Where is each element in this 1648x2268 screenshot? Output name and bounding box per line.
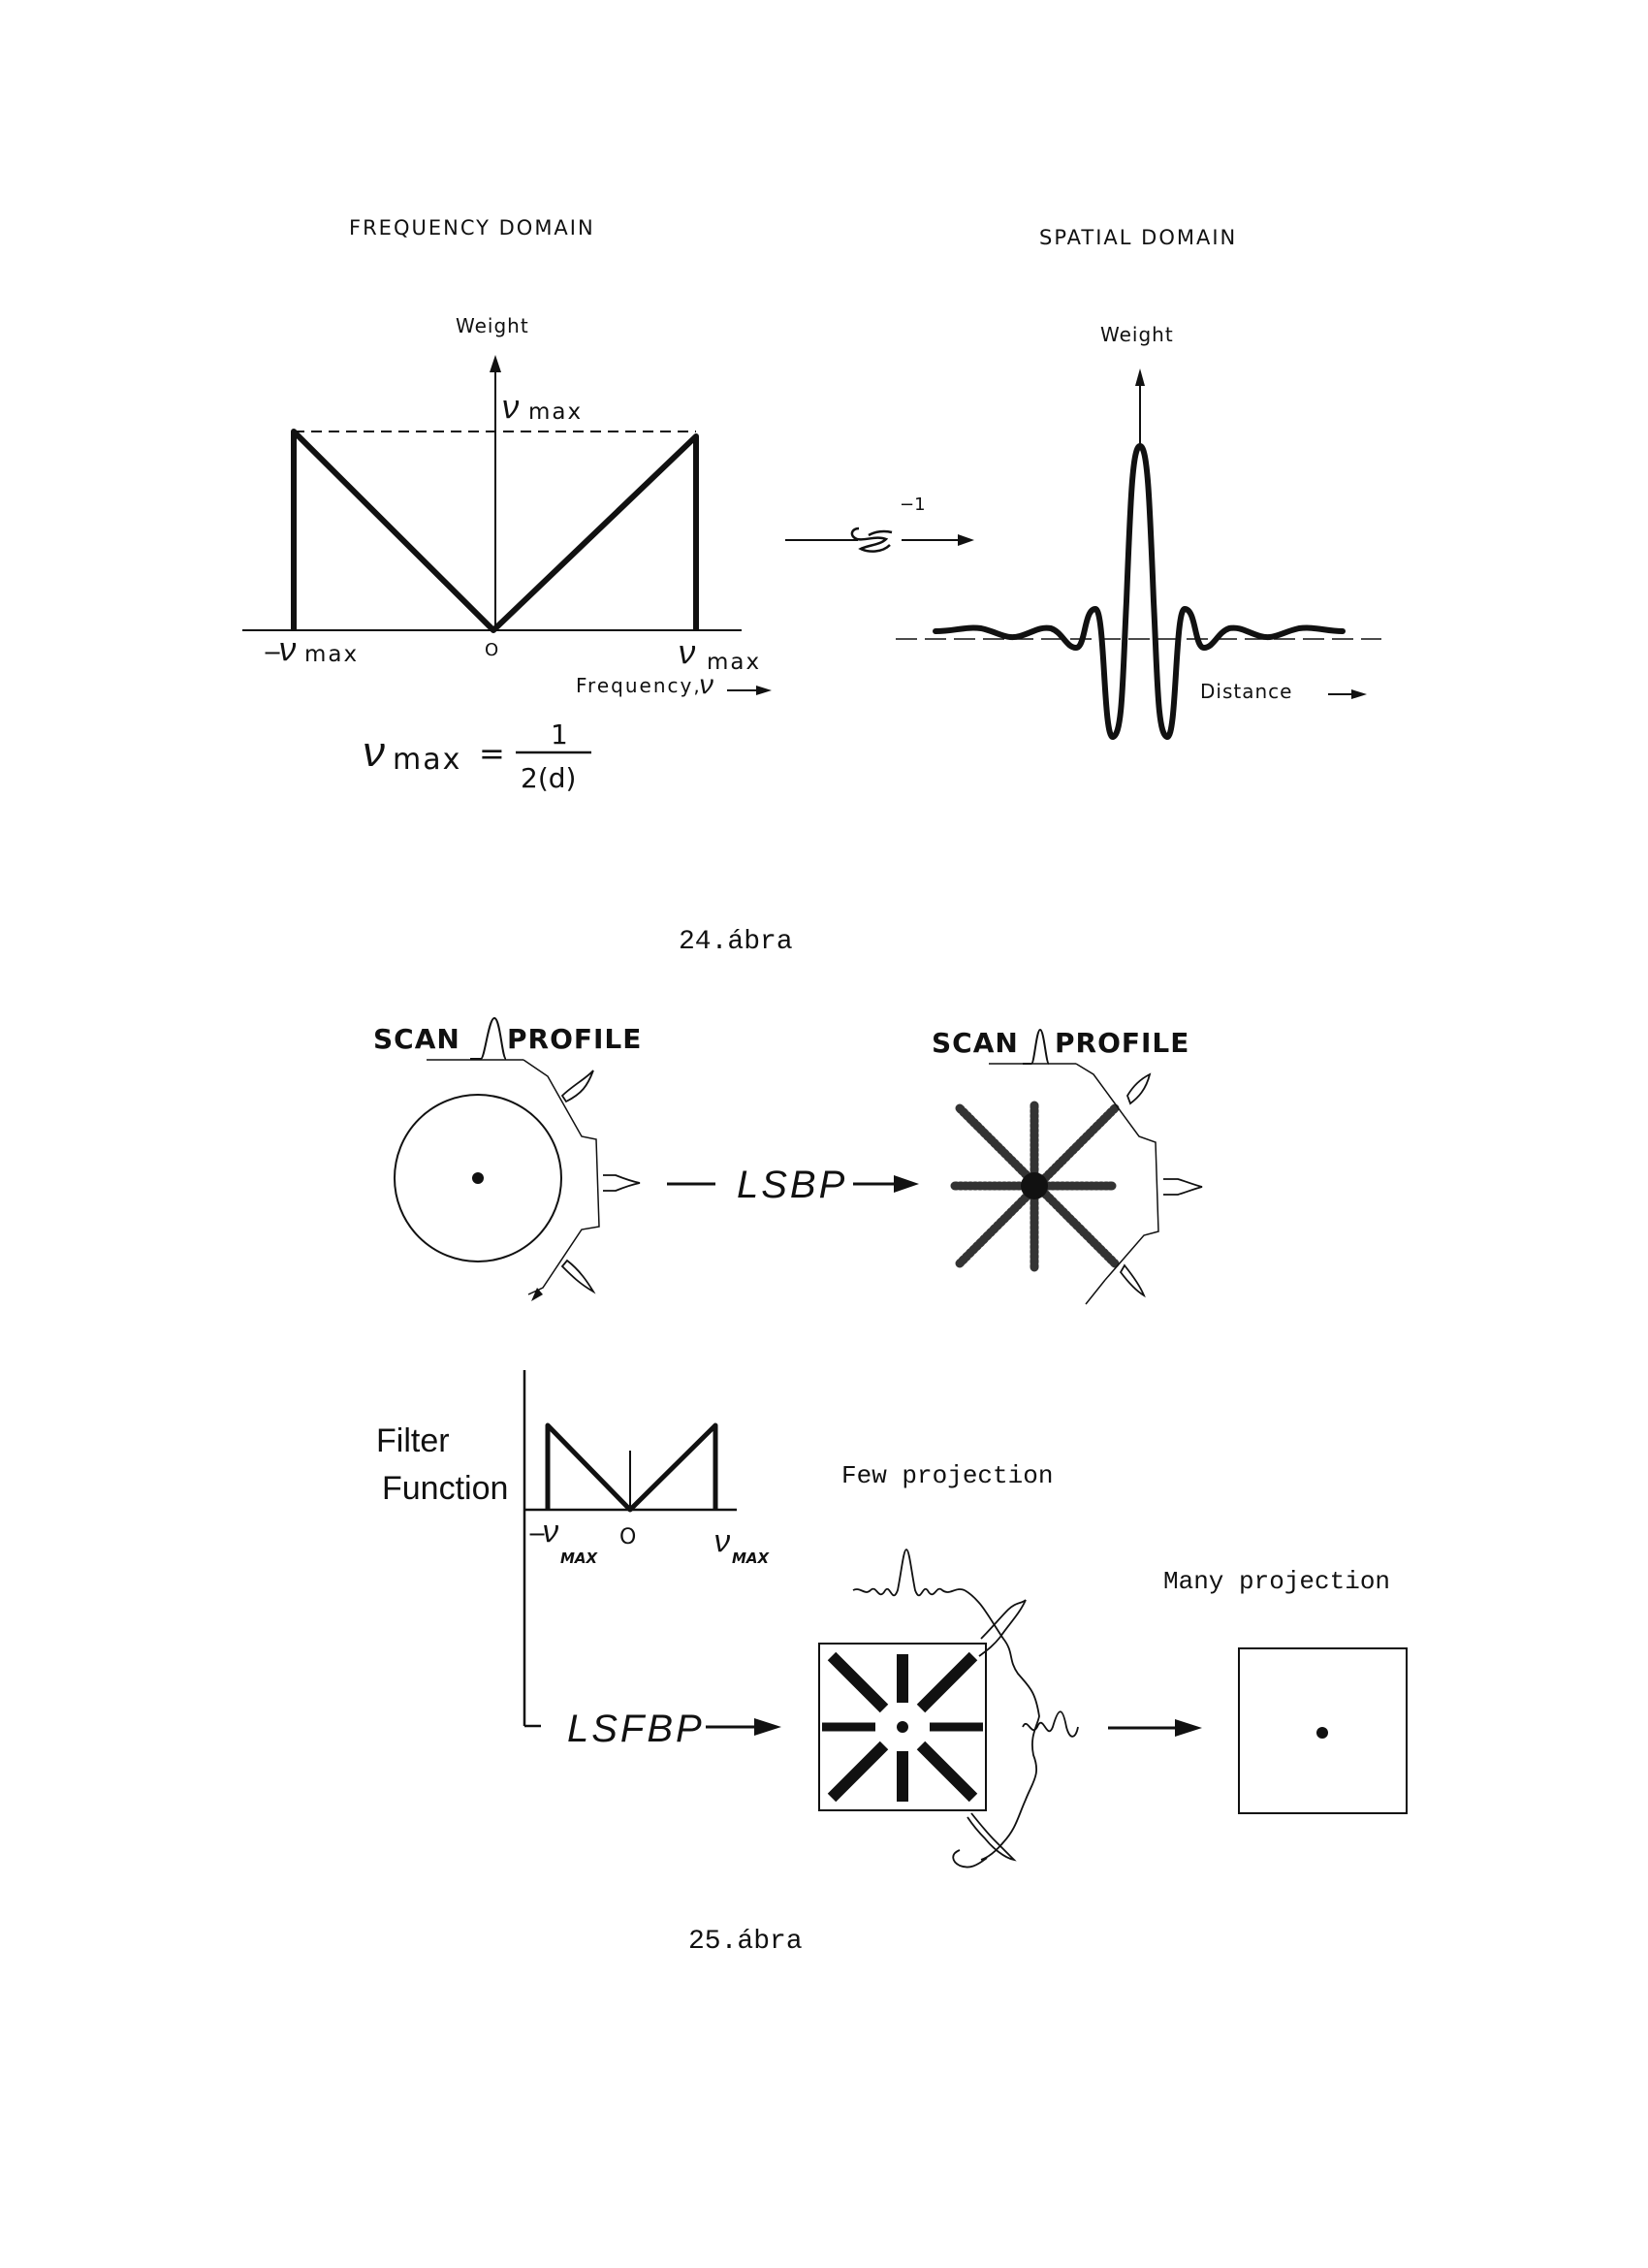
minus-sign: − — [263, 639, 282, 666]
projection-pulse-middle — [603, 1174, 641, 1192]
frequency-domain-title: FREQUENCY DOMAIN — [349, 216, 595, 240]
scan-label-left: SCAN — [373, 1023, 460, 1055]
filter-function-block: Filter Function − ν MAX O ν MAX — [376, 1370, 771, 1728]
projection-pulse-bottom — [560, 1259, 596, 1294]
filter-vmax-left-sub: MAX — [560, 1549, 599, 1567]
filter-ramp-curve — [545, 1422, 718, 1513]
backprojected-center-blob — [1021, 1172, 1048, 1199]
inverse-fourier-arrow: −1 — [785, 495, 974, 553]
projection-pulse-middle — [1163, 1178, 1203, 1196]
scan-path-tail — [1085, 1279, 1106, 1305]
spatial-y-axis-arrow — [1135, 368, 1145, 386]
many-arrow-head — [1175, 1719, 1202, 1737]
ift-arrow-head — [958, 534, 974, 546]
spatial-domain-title: SPATIAL DOMAIN — [1039, 226, 1237, 249]
object-circle — [394, 1094, 562, 1262]
frequency-zero-label: O — [485, 640, 498, 660]
filtered-projection-right — [1022, 1710, 1079, 1738]
minus-vmax-label: − ν max — [263, 634, 359, 671]
frequency-axis-label: Frequency, ν — [576, 672, 772, 702]
scan-path-arrow — [531, 1288, 543, 1301]
scan-profile-left: SCAN PROFILE — [373, 1016, 642, 1301]
sinc-kernel-curve — [933, 443, 1346, 741]
scan-path-left — [523, 1059, 600, 1295]
streak-nw — [827, 1651, 889, 1713]
formula-vmax-sub: max — [393, 743, 461, 777]
profile-label-left: PROFILE — [507, 1023, 642, 1055]
streak-sw — [827, 1741, 889, 1803]
frequency-text: Frequency, — [576, 674, 702, 697]
filtered-projection-lower-diag — [967, 1812, 1017, 1862]
frequency-y-axis-arrow — [490, 355, 501, 372]
frequency-arrow-head — [756, 686, 772, 695]
filtered-projection-top — [852, 1549, 966, 1597]
filter-plus-vmax: ν MAX — [713, 1525, 771, 1567]
few-projection-reconstruction — [818, 1549, 1079, 1869]
vmax-top-sub: max — [528, 399, 583, 425]
lsfbp-arrow-head — [754, 1718, 781, 1736]
lsbp-arrow: LSBP — [667, 1164, 919, 1206]
scan-path-right — [1075, 1063, 1159, 1281]
distance-arrow-head — [1351, 689, 1367, 699]
lsfbp-arrow: LSFBP — [567, 1708, 781, 1750]
frequency-domain-plot: FREQUENCY DOMAIN Weight ν max − ν max O … — [242, 216, 772, 794]
spatial-domain-plot: SPATIAL DOMAIN Weight Distance — [896, 226, 1381, 741]
filter-zero-label: O — [619, 1525, 636, 1549]
profile-label-right: PROFILE — [1055, 1027, 1189, 1059]
projection-pulse-top — [560, 1070, 594, 1103]
figure-25-caption: 25.ábra — [688, 1927, 803, 1957]
filter-vmax-right-sub: MAX — [732, 1549, 771, 1567]
reconstructed-point — [1316, 1727, 1328, 1739]
figure-24-caption: 24.ábra — [679, 927, 793, 957]
distance-label: Distance — [1200, 680, 1292, 703]
nu-symbol: ν — [500, 392, 520, 429]
few-projection-label: Few projection — [841, 1461, 1053, 1490]
minus-vmax-sub: max — [304, 642, 359, 667]
minus-sign: − — [527, 1520, 547, 1548]
formula-equals: = — [479, 735, 505, 772]
vmax-formula: ν max = 1 2(d) — [361, 719, 591, 794]
reconstruction-streaks — [822, 1651, 983, 1803]
nu-symbol: ν — [698, 672, 714, 702]
nu-symbol: ν — [361, 731, 386, 780]
many-projection-frame — [1238, 1647, 1408, 1814]
scan-profile-pulse-icon — [470, 1016, 507, 1060]
nu-symbol: ν — [277, 634, 297, 671]
scan-profile-pulse-icon — [1023, 1028, 1050, 1065]
lsbp-arrow-head — [894, 1175, 919, 1193]
many-projection-reconstruction — [1238, 1647, 1408, 1814]
scan-profile-right: SCAN PROFILE — [932, 1027, 1203, 1305]
plus-vmax-label: ν max — [677, 637, 761, 675]
nu-symbol: ν — [677, 637, 696, 674]
plus-vmax-sub: max — [707, 650, 761, 675]
lsfbp-label: LSFBP — [567, 1708, 705, 1750]
filter-minus-vmax: − ν MAX — [527, 1516, 599, 1567]
streak-ne — [916, 1651, 978, 1713]
nu-symbol: ν — [541, 1516, 559, 1551]
filter-label-line1: Filter — [376, 1422, 450, 1459]
projection-pulse-bottom — [1119, 1263, 1146, 1298]
ramp-filter-curve — [291, 429, 699, 633]
filtered-projection-upper-diag — [978, 1599, 1027, 1657]
lsbp-label: LSBP — [737, 1164, 847, 1206]
spatial-weight-label: Weight — [1100, 323, 1174, 346]
vmax-top-label: ν max — [500, 392, 583, 429]
frequency-weight-label: Weight — [456, 314, 529, 337]
nu-symbol: ν — [713, 1525, 731, 1561]
formula-numerator: 1 — [551, 719, 568, 751]
filtered-projection-bottom-arc — [952, 1849, 988, 1869]
projection-pulse-top — [1126, 1072, 1152, 1105]
streak-se — [916, 1741, 978, 1803]
many-projection-arrow — [1108, 1719, 1202, 1737]
fourier-script-f-icon — [850, 527, 893, 553]
many-projection-label: Many projection — [1163, 1567, 1390, 1596]
point-source-dot — [472, 1172, 484, 1184]
formula-denominator: 2(d) — [521, 762, 576, 794]
filter-label-line2: Function — [382, 1470, 508, 1507]
few-projection-frame — [818, 1643, 987, 1811]
ift-superscript: −1 — [900, 495, 926, 515]
reconstruction-center-dot — [897, 1721, 908, 1733]
scan-label-right: SCAN — [932, 1027, 1019, 1059]
